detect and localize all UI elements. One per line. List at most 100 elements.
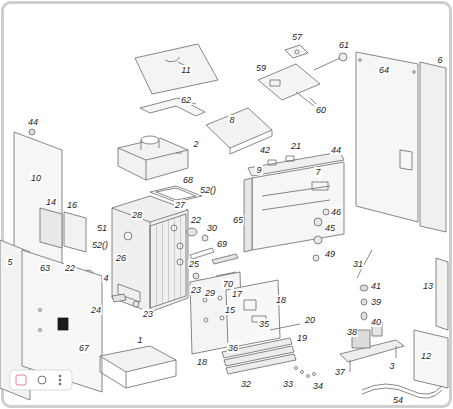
right-side-panel xyxy=(356,52,446,232)
right-panels xyxy=(414,258,448,388)
combustion-plates xyxy=(270,324,300,330)
callout-number: 37 xyxy=(334,367,346,377)
callout-number: 44 xyxy=(27,117,39,127)
fittings xyxy=(133,301,139,307)
callout-number: 34 xyxy=(312,381,324,391)
callout-number: 32 xyxy=(240,379,252,389)
front-panel xyxy=(244,152,344,261)
burner-tubes xyxy=(226,354,296,374)
right-side-panel xyxy=(420,62,446,232)
gasket xyxy=(140,98,205,116)
fittings xyxy=(112,294,126,302)
callout-number: 26 xyxy=(115,253,127,263)
callout-number: 7 xyxy=(314,167,321,177)
right-panels xyxy=(436,258,448,330)
supply-hose xyxy=(362,384,442,394)
base-frame xyxy=(100,346,176,372)
gas-valve xyxy=(340,250,404,372)
left-side-panel xyxy=(64,212,86,252)
control-plates xyxy=(270,80,280,86)
callout-number: 54 xyxy=(392,395,404,405)
callout-number: 36 xyxy=(227,343,239,353)
callout-number: 17 xyxy=(231,289,243,299)
combustion-plates xyxy=(220,316,224,320)
control-plates xyxy=(258,45,347,106)
front-panel xyxy=(262,186,330,210)
front-panel xyxy=(314,236,322,244)
callout-number: 8 xyxy=(228,115,235,125)
callout-number: 14 xyxy=(45,197,57,207)
boiler-body xyxy=(124,232,132,240)
callout-number: 19 xyxy=(296,333,308,343)
base-frame xyxy=(100,356,176,388)
callout-number: 2 xyxy=(192,139,199,149)
viewer-toolbar xyxy=(59,379,61,381)
callout-number: 49 xyxy=(324,249,336,259)
callout-number: 68 xyxy=(182,175,194,185)
base-frame xyxy=(100,346,176,388)
control-plates xyxy=(339,53,347,61)
right-side-panel xyxy=(356,52,418,222)
callout-number: 25 xyxy=(188,259,200,269)
callout-number: 1 xyxy=(136,335,143,345)
callout-number: 23 xyxy=(190,285,202,295)
burner-tubes xyxy=(222,338,316,378)
callout-number: 45 xyxy=(324,223,336,233)
cover-panel xyxy=(230,130,272,154)
callout-number: 59 xyxy=(255,63,267,73)
control-plates xyxy=(295,50,299,54)
callout-number: 22 xyxy=(64,263,76,273)
flue-hood xyxy=(118,138,188,180)
callout-number: 46 xyxy=(330,207,342,217)
fittings xyxy=(202,235,208,241)
gas-valve xyxy=(361,312,367,320)
callout-number: 69 xyxy=(216,239,228,249)
callout-number: 61 xyxy=(338,40,350,50)
callout-number: 60 xyxy=(315,105,327,115)
callout-number: 4 xyxy=(102,273,109,283)
cover-panel xyxy=(206,108,272,154)
callout-number: 27 xyxy=(174,200,186,210)
callout-number: 64 xyxy=(378,65,390,75)
viewer-toolbar xyxy=(59,375,61,377)
front-panel xyxy=(252,162,344,250)
callout-number: 20 xyxy=(304,315,316,325)
callout-number: 39 xyxy=(370,297,382,307)
callout-number: 23 xyxy=(142,309,154,319)
boiler-body xyxy=(112,196,188,312)
viewer-toolbar xyxy=(38,376,46,384)
top-lid xyxy=(135,44,218,94)
front-panel xyxy=(244,178,252,252)
viewer-toolbar xyxy=(16,375,26,385)
control-plates xyxy=(285,45,308,58)
callout-number: 63 xyxy=(39,263,51,273)
left-side-panel xyxy=(40,208,62,248)
callout-number: 15 xyxy=(224,305,236,315)
viewer-toolbar xyxy=(10,370,72,390)
callout-number: 10 xyxy=(30,173,42,183)
combustion-plates xyxy=(203,298,207,302)
frame xyxy=(3,3,451,407)
front-cover xyxy=(39,309,42,312)
callout-number: 28 xyxy=(131,210,143,220)
seal-strip xyxy=(156,188,196,200)
callout-number: 18 xyxy=(275,295,287,305)
burner-tubes xyxy=(307,375,310,378)
flue-hood xyxy=(118,148,188,180)
top-lid xyxy=(135,44,218,94)
flue-hood xyxy=(141,136,159,144)
callout-number: 11 xyxy=(180,65,191,75)
fittings xyxy=(212,254,238,264)
boiler-body xyxy=(112,208,188,312)
fittings xyxy=(187,228,197,236)
right-side-panel xyxy=(359,59,362,62)
combustion-plates xyxy=(244,300,256,310)
fittings xyxy=(193,273,199,279)
callout-number: 42 xyxy=(259,145,271,155)
control-plates xyxy=(258,64,320,100)
viewer-toolbar xyxy=(10,370,72,390)
callout-number: 31 xyxy=(352,259,364,269)
burner-tubes xyxy=(301,371,304,374)
callout-number: 18 xyxy=(196,357,208,367)
callout-number: 33 xyxy=(282,379,294,389)
